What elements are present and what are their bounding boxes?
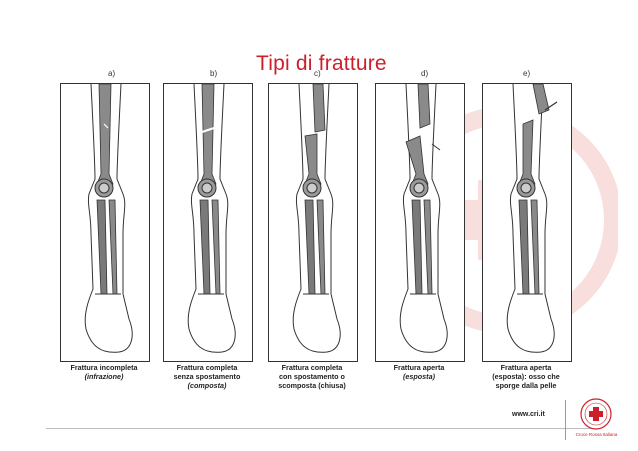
caption-e-line1: Frattura aperta [500,363,552,372]
caption-a: Frattura incompleta (infrazione) [54,363,154,381]
panel-letter-a: a) [108,69,116,78]
leg-illustration-d [399,84,448,353]
caption-e-line3: sporge dalla pelle [495,381,557,390]
panel-letter-d: d) [421,69,429,78]
caption-b-line3: (composta) [187,381,227,390]
caption-d-line1: Frattura aperta [393,363,445,372]
caption-c-line2: con spostamento o [279,372,345,381]
caption-b-line1: Frattura completa [176,363,238,372]
leg-panel-open-exposed [375,83,465,362]
caption-b-line2: senza spostamento [173,372,241,381]
caption-c: Frattura completa con spostamento o scom… [262,363,362,390]
caption-a-line1: Frattura incompleta [70,363,138,372]
caption-b: Frattura completa senza spostamento (com… [157,363,257,390]
leg-panel-complete-undisplaced [163,83,253,362]
footer-divider [565,400,566,440]
slide: Tipi di fratture a) b) c) d) e) [46,22,618,440]
panel-letter-b: b) [210,69,218,78]
caption-c-line3: scomposta (chiusa) [278,381,346,390]
footer-url: www.cri.it [512,411,545,418]
caption-e: Frattura aperta (esposta): osso che spor… [476,363,576,390]
caption-e-line2: (esposta): osso che [492,372,560,381]
croce-rossa-logo-icon [580,398,612,430]
leg-illustration-b [187,84,236,353]
leg-illustration-a [84,84,133,353]
caption-d-line2: (esposta) [403,372,435,381]
panel-letter-e: e) [523,69,531,78]
leg-panel-complete-displaced [268,83,358,362]
leg-panel-open-protruding [482,83,572,362]
caption-a-line2: (infrazione) [84,372,124,381]
panel-letter-c: c) [314,69,321,78]
leg-illustration-c [292,84,341,353]
logo-caption: Croce Rossa Italiana [575,432,618,437]
caption-d: Frattura aperta (esposta) [369,363,469,381]
leg-illustration-e [506,84,558,353]
caption-c-line1: Frattura completa [281,363,343,372]
leg-panel-incomplete [60,83,150,362]
slide-title: Tipi di fratture [256,52,387,75]
